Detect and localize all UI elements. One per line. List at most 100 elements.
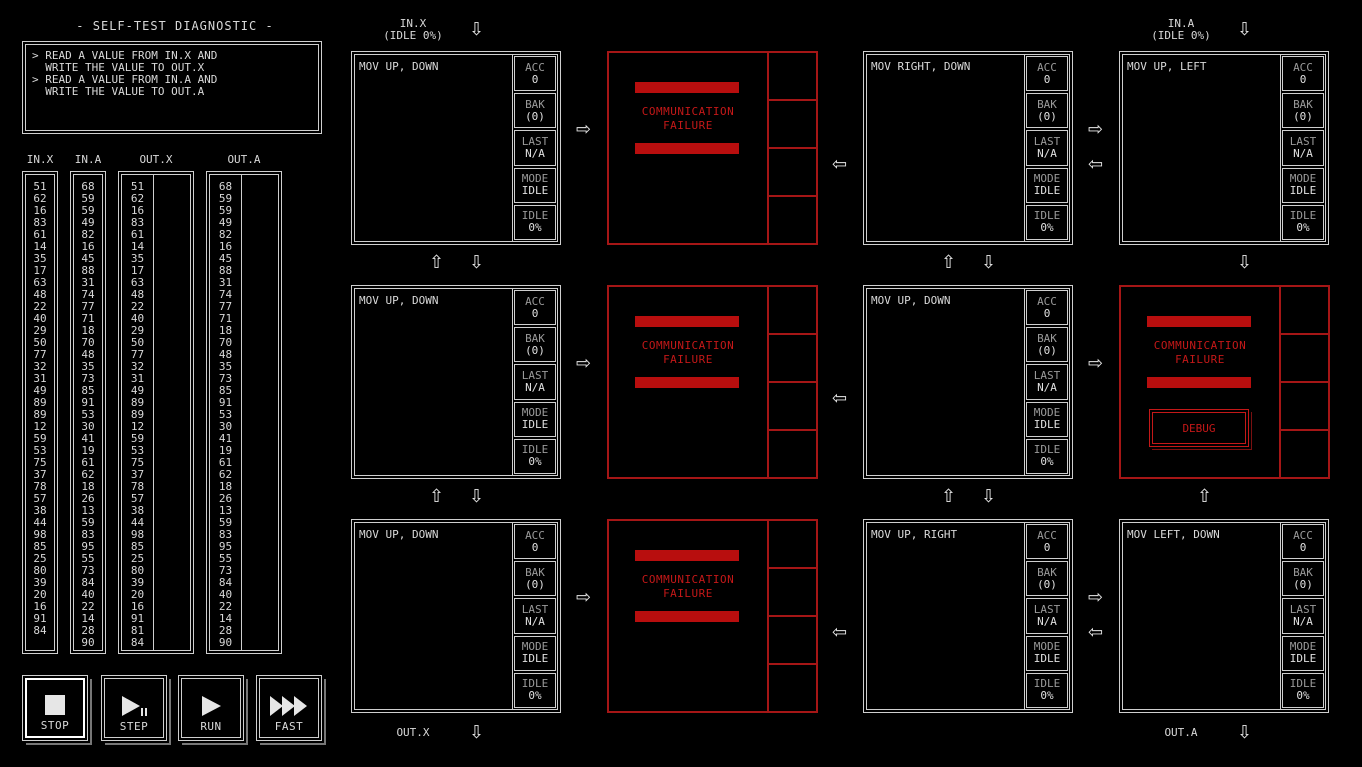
value-cell: 32: [130, 360, 145, 373]
task-description: > READ A VALUE FROM IN.X AND WRITE THE V…: [22, 41, 322, 134]
value-cell: 44: [130, 516, 145, 529]
register-bak: BAK(0): [1026, 327, 1068, 363]
fast-forward-icon: [270, 696, 307, 716]
value-cell: 18: [218, 480, 233, 493]
value-cell: 95: [218, 540, 233, 553]
in-x-header: IN.X: [26, 153, 54, 166]
arrow-right-icon: ⇨: [576, 587, 592, 608]
value-cell: 35: [33, 252, 47, 265]
value-cell: 16: [33, 600, 47, 613]
failure-bar: [1147, 377, 1251, 388]
in-a-port-label: IN.A (IDLE 0%): [1136, 18, 1226, 42]
register-value: (0): [1037, 343, 1057, 357]
arrow-up-icon: ⇧: [941, 252, 957, 273]
register-label: MODE: [521, 640, 549, 654]
register-label: BAK: [525, 331, 545, 345]
value-cell: 49: [130, 384, 145, 397]
node-code-editor[interactable]: MOV RIGHT, DOWN: [867, 55, 1025, 241]
debug-button[interactable]: DEBUG: [1149, 409, 1249, 447]
value-cell: 53: [218, 408, 233, 421]
node-code-editor[interactable]: MOV UP, LEFT: [1123, 55, 1281, 241]
register-label: ACC: [1037, 60, 1057, 74]
value-cell: 29: [33, 324, 47, 337]
task-line: > READ A VALUE FROM IN.X AND: [32, 49, 218, 62]
value-cell: 40: [33, 312, 47, 325]
node-code-editor[interactable]: MOV UP, DOWN: [355, 55, 513, 241]
register-bak: BAK(0): [1026, 93, 1068, 129]
play-icon: [202, 696, 221, 716]
node-code-editor[interactable]: MOV UP, DOWN: [867, 289, 1025, 475]
value-cell: 26: [81, 492, 95, 505]
value-cell: 37: [33, 468, 47, 481]
register-label: LAST: [521, 135, 549, 148]
value-cell: 91: [130, 612, 145, 625]
stop-button[interactable]: STOP: [22, 675, 92, 745]
fast-button[interactable]: FAST: [256, 675, 326, 745]
register-label: ACC: [525, 60, 545, 74]
value-cell: 73: [81, 564, 95, 577]
node-code-editor[interactable]: MOV UP, DOWN: [355, 289, 513, 475]
register-value: N/A: [525, 147, 545, 160]
failure-bar: [635, 82, 739, 93]
arrow-up-icon: ⇧: [429, 252, 445, 273]
node-code-editor[interactable]: MOV UP, DOWN: [355, 523, 513, 709]
value-cell: 59: [81, 204, 95, 217]
step-button[interactable]: STEP: [101, 675, 171, 745]
node-code-editor[interactable]: MOV UP, RIGHT: [867, 523, 1025, 709]
register-bak: BAK(0): [1026, 561, 1068, 597]
task-line: WRITE THE VALUE TO OUT.A: [32, 85, 205, 98]
register-label: BAK: [1293, 97, 1313, 111]
debug-label: DEBUG: [1152, 412, 1246, 444]
value-cell: 51: [33, 180, 47, 193]
out-x-actual: [154, 175, 190, 650]
out-a-port-label: OUT.A: [1164, 726, 1198, 739]
arrow-left-icon: ⇦: [832, 622, 848, 643]
register-value: N/A: [525, 381, 545, 394]
register-value: 0: [531, 540, 539, 554]
register-value: 0%: [1040, 221, 1054, 235]
value-cell: 84: [218, 576, 233, 589]
value-cell: 31: [130, 372, 145, 385]
value-cell: 89: [130, 408, 145, 421]
arrow-left-icon: ⇦: [1088, 154, 1104, 175]
value-cell: 90: [81, 636, 95, 649]
register-label: LAST: [521, 603, 549, 616]
failure-bar: [635, 143, 739, 154]
value-cell: 91: [33, 612, 47, 625]
failed-register-cell: [769, 431, 816, 477]
value-cell: 45: [218, 252, 233, 265]
value-cell: 40: [130, 312, 145, 325]
register-bak: BAK(0): [1282, 93, 1324, 129]
register-bak: BAK(0): [514, 561, 556, 597]
value-cell: 17: [130, 264, 145, 277]
value-cell: 48: [81, 348, 95, 361]
register-label: BAK: [1037, 97, 1057, 111]
value-cell: 49: [33, 384, 47, 397]
value-cell: 14: [130, 240, 145, 253]
value-cell: 20: [33, 588, 47, 601]
out-a-actual: [242, 175, 278, 650]
failure-bar: [635, 316, 739, 327]
value-cell: 53: [33, 444, 47, 457]
failed-register-cell: [769, 149, 816, 197]
value-cell: 16: [218, 240, 233, 253]
run-button[interactable]: RUN: [178, 675, 248, 745]
register-label: IDLE: [521, 443, 549, 457]
register-label: LAST: [1289, 135, 1317, 148]
node-code-editor[interactable]: MOV LEFT, DOWN: [1123, 523, 1281, 709]
arrow-down-icon: ⇩: [469, 722, 485, 743]
